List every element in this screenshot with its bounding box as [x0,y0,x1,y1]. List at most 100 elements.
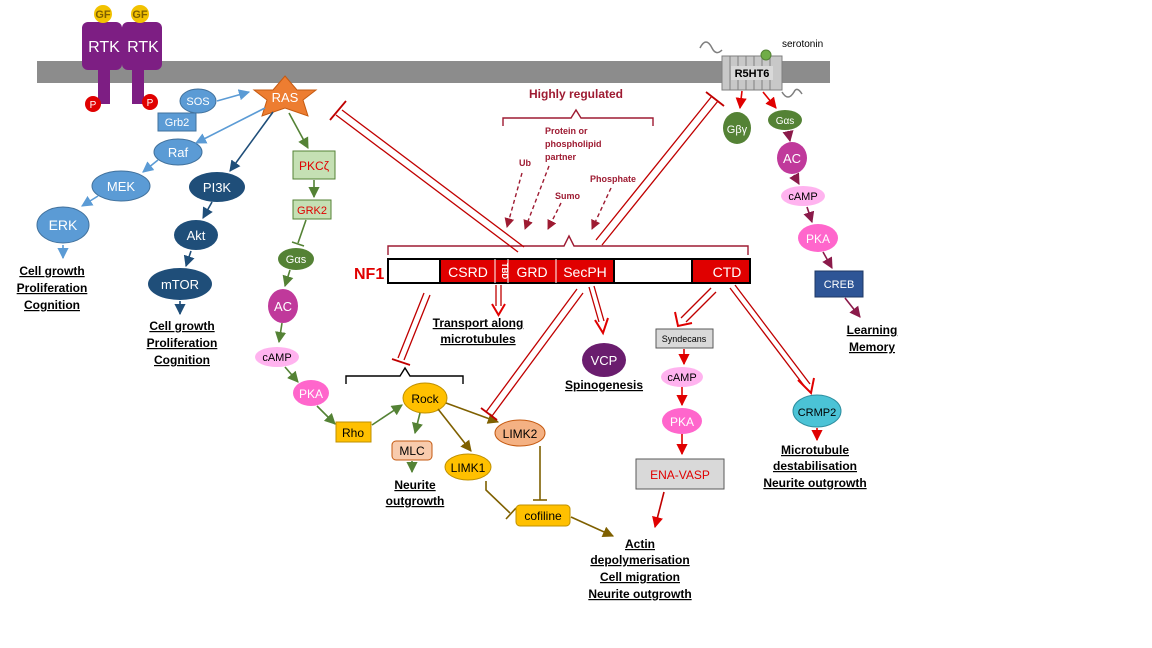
rho-node [335,421,372,443]
camp-label: cAMP [788,191,817,203]
mek-label: MEK [107,179,136,194]
gf-label: GF [95,9,111,21]
ac-node-left [268,289,298,323]
rho-rock-brace [345,366,464,384]
crmp2-outcome-2: destabilisation [773,459,857,473]
pkcz-node [292,150,336,180]
mek-node [91,170,151,202]
nf1-domain-grd: GRD [516,264,547,280]
erk-label: ERK [49,217,78,233]
reg-phosphate: Phosphate [590,174,636,184]
ac-label: AC [783,151,801,166]
mlc-node [391,440,433,461]
rock-node [402,382,448,414]
nf1-domain-secph: SecPH [563,264,607,280]
creb-outcome-1: Learning [847,323,898,337]
vcp-label: VCP [591,353,618,368]
raf-node [153,138,203,166]
grb2-label: Grb2 [165,117,189,129]
rtk-receptor-left: GF RTK P [82,5,122,112]
mtor-outcome-1: Cell growth [149,319,214,333]
ena-vasp-node [635,458,725,490]
vcp-outcome: Spinogenesis [565,378,643,392]
camp-label: cAMP [667,372,696,384]
regulation-brace-bottom [387,234,749,255]
ena-vasp-label: ENA-VASP [650,468,710,482]
syndecans-label: Syndecans [662,334,707,344]
limk1-label: LIMK1 [451,461,486,475]
r5ht6-receptor: R5HT6 serotonin [699,39,823,98]
pka-node-right [798,224,838,252]
syndecans-node [655,328,714,349]
actin-outcome-1: Actin [625,537,655,551]
erk-node [36,206,90,244]
crmp2-node [792,394,842,428]
ras-node: RAS [252,75,318,117]
actin-outcome-4: Neurite outgrowth [588,587,691,601]
camp-node-left [255,347,299,367]
cell-membrane [37,61,830,83]
actin-outcome-3: Cell migration [600,570,680,584]
camp-node-mid [661,367,703,387]
nf1-domain-csrd: CSRD [448,264,488,280]
mlc-outcome-2: outgrowth [386,494,445,508]
phospho-label: P [147,98,154,109]
mlc-outcome-1: Neurite [394,478,436,492]
limk1-node [444,453,492,481]
pkcz-label: PKCζ [299,159,330,173]
cofiline-label: cofiline [524,509,562,523]
erk-outcome-3: Cognition [24,298,80,312]
nf1-protein-bar: CSRD TBD GRD SecPH CTD [387,258,751,284]
grk2-node [292,199,332,220]
grk2-label: GRK2 [297,205,327,217]
regulation-title: Highly regulated [529,87,623,101]
regulation-brace-top [502,108,654,126]
gby-label: Gβγ [727,124,748,136]
nf1-domain-ctd: CTD [713,264,742,280]
ac-label: AC [274,299,292,314]
creb-outcome-2: Memory [849,340,895,354]
reg-ub: Ub [519,158,531,168]
camp-label: cAMP [262,352,291,364]
serotonin-label: serotonin [782,39,823,50]
limk2-label: LIMK2 [503,427,538,441]
transport-outcome-2: microtubules [440,332,516,346]
pka-label: PKA [670,415,694,429]
rtk-receptor-right: GF RTK P [122,5,162,110]
reg-protein-3: partner [545,152,577,162]
sos-label: SOS [186,96,209,108]
grb2-node [157,112,197,132]
mtor-outcome-2: Proliferation [147,336,218,350]
mtor-outcome-3: Cognition [154,353,210,367]
gas-node-right [768,110,802,130]
reg-sumo: Sumo [555,191,581,201]
nf1-label: NF1 [354,266,384,283]
pi3k-node [189,172,245,202]
pka-label: PKA [806,232,830,246]
phospho-label: P [90,100,97,111]
mtor-node [148,268,212,300]
akt-label: Akt [187,228,206,243]
crmp2-outcome-1: Microtubule [781,443,849,457]
erk-outcome-2: Proliferation [17,281,88,295]
gf-label: GF [132,9,148,21]
gby-node [723,112,751,144]
rtk-label: RTK [88,39,120,56]
sos-node [179,88,217,114]
reg-protein-2: phospholipid [545,139,602,149]
creb-node [814,270,864,298]
rock-label: Rock [411,392,439,406]
svg-text:RAS: RAS [272,90,299,105]
transport-outcome-1: Transport along [433,316,524,330]
crmp2-outcome-3: Neurite outgrowth [763,476,866,490]
pka-node-left [293,380,329,406]
pi3k-label: PI3K [203,180,232,195]
gas-label: Gαs [286,254,307,266]
pka-node-mid [662,408,702,434]
rtk-label: RTK [127,39,159,56]
crmp2-label: CRMP2 [798,407,837,419]
raf-label: Raf [168,145,189,160]
erk-outcome-1: Cell growth [19,264,84,278]
serotonin-ligand [760,49,772,61]
